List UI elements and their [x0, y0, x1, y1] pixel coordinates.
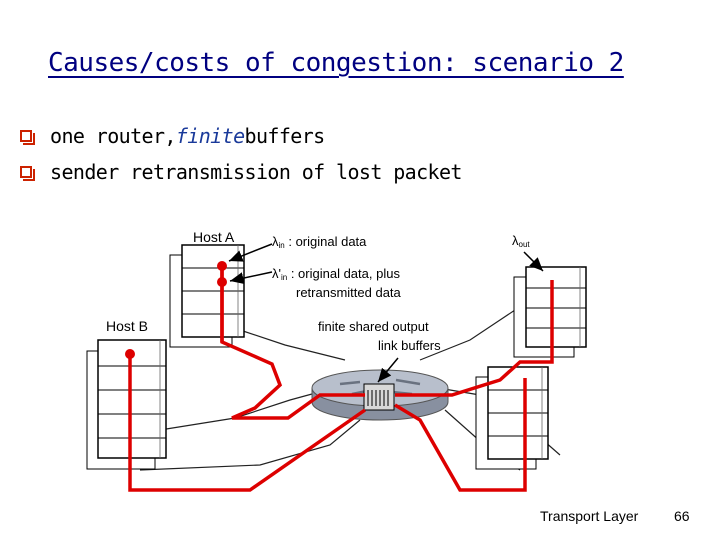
- lambda-in-prime-sub: in: [280, 273, 288, 282]
- label-arrows: [228, 243, 544, 383]
- lambda-out-symbol: λ: [512, 233, 519, 248]
- bullet-item-1: one router, finite buffers: [20, 124, 325, 148]
- buffer-label-line-2: link buffers: [378, 338, 441, 353]
- bullet-text-1-em: finite: [175, 124, 245, 148]
- lambda-in-prime-symbol: λ': [272, 266, 281, 281]
- lambda-in-prime-label: λ'in : original data, plus: [272, 266, 400, 282]
- receiver-host-top-box: [513, 266, 587, 358]
- data-flow-paths: [128, 266, 554, 492]
- bullet-item-2: sender retransmission of lost packet: [20, 160, 462, 184]
- lambda-out-sub: out: [518, 240, 530, 249]
- bullet-text-1a: one router,: [50, 124, 176, 148]
- slide-title: Causes/costs of congestion: scenario 2: [48, 48, 624, 78]
- host-a-label: Host A: [193, 229, 235, 245]
- lambda-in-symbol: λ: [272, 234, 279, 249]
- bullet-square-icon: [20, 166, 35, 181]
- buffer-label-line-1: finite shared output: [318, 319, 429, 334]
- lambda-in-label: λin : original data: [272, 234, 366, 250]
- lambda-in-prime-desc-1: : original data, plus: [287, 266, 400, 281]
- lambda-in-prime-desc-2: retransmitted data: [296, 285, 401, 300]
- lambda-in-sub: in: [278, 241, 285, 250]
- bullet-square-icon: [20, 130, 35, 145]
- lambda-in-desc: : original data: [284, 234, 367, 249]
- lambda-out-label: λout: [512, 233, 530, 249]
- host-a-box: [169, 244, 245, 348]
- host-b-label: Host B: [106, 318, 149, 334]
- footer-label: Transport Layer: [540, 508, 639, 524]
- bullet-text-1b: buffers: [244, 124, 326, 148]
- host-b-box: [86, 339, 167, 470]
- flow-endpoints: [125, 261, 227, 359]
- page-number: 66: [674, 508, 690, 524]
- router-buffer: [363, 383, 395, 411]
- bullet-text-2: sender retransmission of lost packet: [50, 160, 462, 184]
